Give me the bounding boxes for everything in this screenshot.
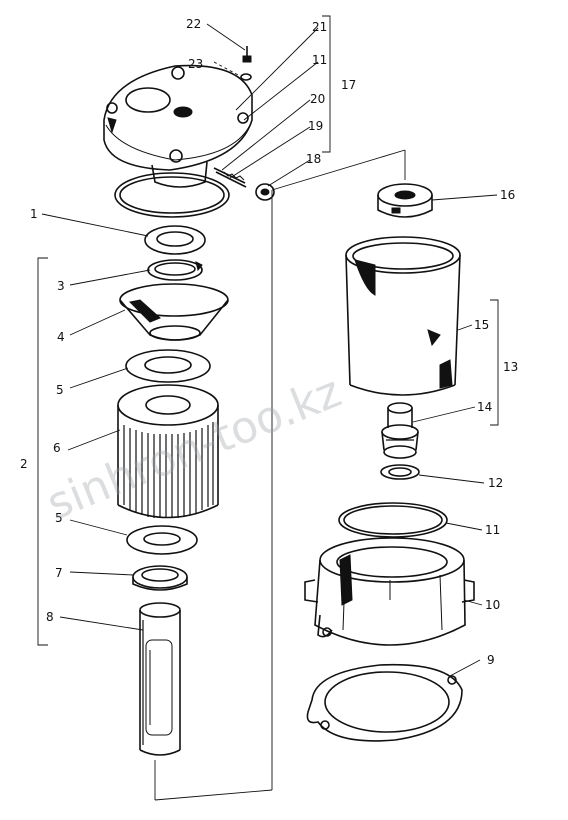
callout-14: 14: [477, 400, 492, 414]
part-filter-element-6: [117, 384, 219, 519]
callout-12: 12: [488, 476, 503, 490]
part-washer-23: [213, 61, 252, 81]
callout-3: 3: [57, 279, 65, 293]
part-snap-ring-3: [147, 259, 203, 281]
axis-line-top: [271, 149, 406, 191]
part-cover-seal-ring: [114, 172, 230, 218]
callout-4: 4: [57, 330, 65, 344]
callout-11-bottom: 11: [485, 523, 500, 537]
callout-22: 22: [186, 17, 201, 31]
callout-18: 18: [306, 152, 321, 166]
callout-9: 9: [487, 653, 495, 667]
callout-10: 10: [485, 598, 500, 612]
part-cover: [103, 64, 253, 188]
callout-6: 6: [53, 441, 61, 455]
group-bracket-13: [490, 299, 499, 426]
part-bowl-15: [345, 236, 461, 396]
part-cone-4: [119, 283, 229, 341]
part-screw-22: [242, 46, 252, 63]
callout-labels: 22 23 21 11 17 20 19 18 1 3 4 5 6 2 5 7 …: [20, 17, 518, 667]
callout-19: 19: [308, 119, 323, 133]
part-gasket-5-lower: [126, 525, 198, 555]
callout-2: 2: [20, 457, 28, 471]
axis-line-bottom-link: [154, 789, 273, 801]
callout-5-lower: 5: [55, 511, 63, 525]
watermark-text: sinhron-too.kz: [40, 366, 348, 530]
part-gasket-9: [306, 663, 463, 742]
part-ring-7: [132, 565, 188, 591]
callout-23: 23: [188, 57, 203, 71]
callout-13: 13: [503, 360, 518, 374]
part-fitting-14: [381, 402, 419, 459]
part-tube-8: [139, 602, 181, 756]
callout-17: 17: [341, 78, 356, 92]
part-spring-19: [223, 171, 245, 181]
callout-7: 7: [55, 566, 63, 580]
part-o-ring-12: [380, 464, 420, 480]
part-body-10: [304, 537, 475, 646]
part-cap-nut-18: [255, 183, 275, 201]
leader-lines: [41, 23, 498, 677]
assembly-axis-lines: [154, 149, 406, 801]
callout-20: 20: [310, 92, 325, 106]
group-bracket-17: [322, 15, 331, 153]
callout-8: 8: [46, 610, 54, 624]
callout-16: 16: [500, 188, 515, 202]
part-washer-1: [144, 225, 206, 255]
callout-15: 15: [474, 318, 489, 332]
callout-21: 21: [312, 20, 327, 34]
callout-11-top: 11: [312, 53, 327, 67]
part-nut-16: [377, 183, 433, 218]
callout-1: 1: [30, 207, 38, 221]
group-bracket-2: [37, 257, 48, 646]
callout-5-upper: 5: [56, 383, 64, 397]
part-seal-ring-11: [338, 502, 448, 538]
part-gasket-5-upper: [125, 349, 211, 383]
